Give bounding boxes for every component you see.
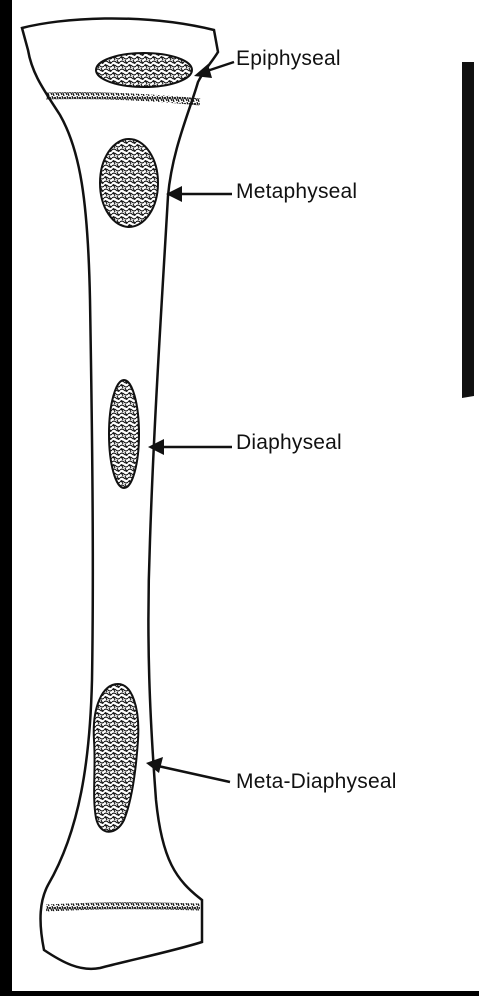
metaphyseal-label: Metaphyseal (236, 180, 357, 204)
metaphyseal-lesion (100, 139, 158, 227)
partial-frame-line (462, 62, 474, 398)
distal-growth-plate (46, 906, 200, 908)
epiphyseal-lesion (96, 53, 192, 87)
meta-diaphyseal-label: Meta-Diaphyseal (236, 770, 397, 794)
diaphyseal-label: Diaphyseal (236, 431, 342, 455)
epiphyseal-label: Epiphyseal (236, 47, 341, 71)
diaphyseal-lesion (109, 380, 139, 488)
